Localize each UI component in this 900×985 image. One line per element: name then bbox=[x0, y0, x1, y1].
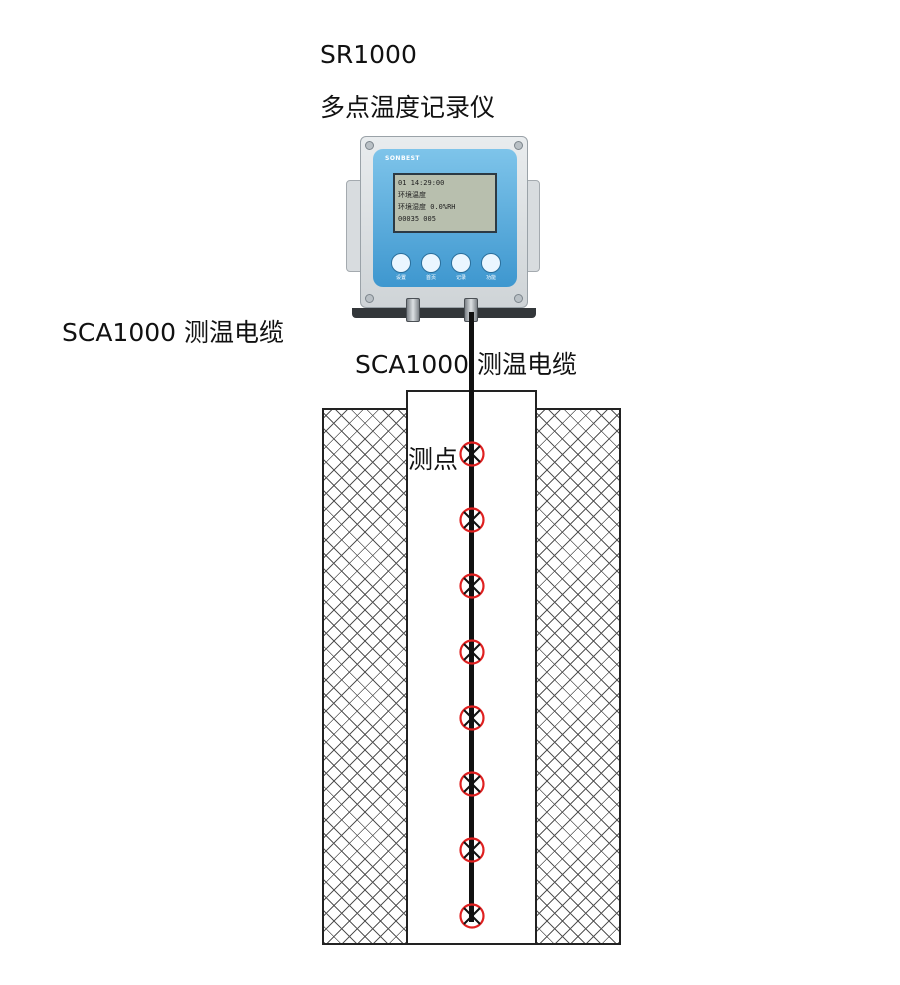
device-button-label: 首页 bbox=[425, 275, 436, 281]
device-button-label: 功能 bbox=[485, 275, 496, 281]
device-button-function[interactable] bbox=[481, 253, 501, 273]
screw-icon bbox=[365, 141, 374, 150]
lcd-line: 00035 005 bbox=[398, 215, 436, 223]
device-button-label: 设置 bbox=[395, 275, 406, 281]
temperature-cable bbox=[469, 312, 474, 922]
measurement-point-icon bbox=[458, 770, 486, 798]
measure-point-label: 测点 bbox=[408, 445, 459, 474]
screw-icon bbox=[365, 294, 374, 303]
measurement-point-icon bbox=[458, 506, 486, 534]
screw-icon bbox=[514, 294, 523, 303]
lcd-line: 环境温度 bbox=[398, 191, 426, 199]
device-name-label: 多点温度记录仪 bbox=[320, 93, 496, 122]
measurement-point-icon bbox=[458, 440, 486, 468]
soil-layer-left bbox=[322, 408, 408, 945]
measurement-point-icon bbox=[458, 638, 486, 666]
cable-label-left: SCA1000 测温电缆 bbox=[62, 318, 284, 347]
soil-layer-right bbox=[535, 408, 621, 945]
device-button-home[interactable] bbox=[421, 253, 441, 273]
lcd-line: 环境湿度 0.0%RH bbox=[398, 203, 456, 211]
screw-icon bbox=[514, 141, 523, 150]
brand-logo: SONBEST bbox=[385, 155, 421, 162]
device-enclosure: SONBEST 01 14:29:00 环境温度 环境湿度 0.0%RH 000… bbox=[360, 136, 528, 308]
measurement-point-icon bbox=[458, 704, 486, 732]
device-model-label: SR1000 bbox=[320, 40, 417, 69]
cable-label-center: SCA1000 测温电缆 bbox=[355, 350, 577, 379]
measurement-point-icon bbox=[458, 836, 486, 864]
lcd-display: 01 14:29:00 环境温度 环境湿度 0.0%RH 00035 005 bbox=[393, 173, 497, 233]
device-front-panel: SONBEST 01 14:29:00 环境温度 环境湿度 0.0%RH 000… bbox=[373, 149, 517, 287]
device-button-label: 记录 bbox=[455, 275, 466, 281]
measurement-point-icon bbox=[458, 572, 486, 600]
measurement-point-icon bbox=[458, 902, 486, 930]
lcd-line: 01 14:29:00 bbox=[398, 179, 445, 187]
device-button-settings[interactable] bbox=[391, 253, 411, 273]
device-button-record[interactable] bbox=[451, 253, 471, 273]
temperature-recorder-device: SONBEST 01 14:29:00 环境温度 环境湿度 0.0%RH 000… bbox=[342, 134, 544, 330]
device-base bbox=[352, 308, 536, 318]
cable-gland-left bbox=[406, 298, 420, 322]
